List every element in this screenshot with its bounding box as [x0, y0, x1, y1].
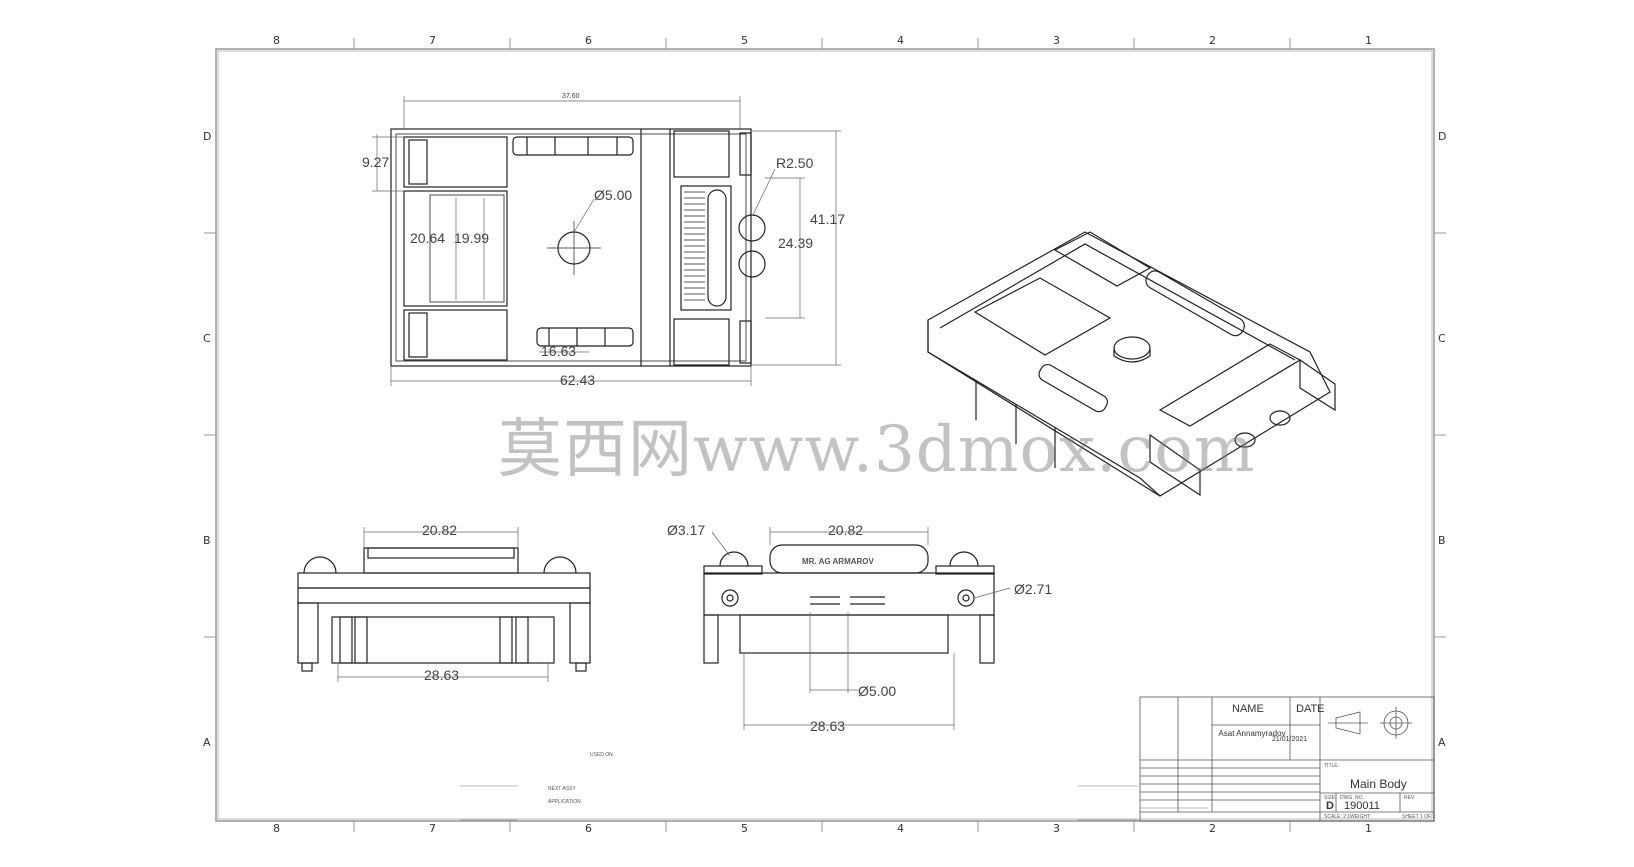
title-block — [1139, 696, 1435, 822]
zone-label-bottom: 5 — [741, 822, 748, 835]
zone-label-side: A — [1438, 736, 1446, 749]
tb-dwg-no: 190011 — [1344, 800, 1380, 812]
dim-radius: R2.50 — [776, 155, 814, 171]
zone-label-top: 6 — [585, 34, 592, 47]
front-view — [297, 547, 591, 672]
watermark: 莫西网www.3dmox.com — [498, 413, 1256, 487]
dim-inner-a: 20.64 — [410, 230, 446, 246]
zone-label-bottom: 7 — [429, 822, 436, 835]
tb-drawn-date: 21/01/2021 — [1272, 736, 1308, 743]
top-view-dims — [372, 96, 841, 386]
zone-label-bottom: 1 — [1365, 822, 1372, 835]
isometric-view — [927, 231, 1336, 497]
dim-left-height: 9.27 — [362, 154, 390, 170]
logo-text: MR. AG ARMAROV — [802, 557, 874, 566]
zone-label-side: D — [1438, 130, 1447, 143]
zone-label-bottom: 4 — [897, 822, 904, 835]
tb-title-label: TITLE: — [1324, 763, 1340, 769]
zone-label-side: B — [203, 534, 211, 547]
dim-total-height: 41.17 — [810, 211, 846, 227]
dim-side-center: Ø5.00 — [858, 683, 897, 699]
front-view-dims — [337, 527, 549, 682]
dim-front-top: 20.82 — [422, 522, 458, 538]
top-view — [390, 128, 766, 367]
zone-label-side: D — [203, 130, 212, 143]
dim-side-left-hole: Ø3.17 — [667, 522, 706, 538]
dim-inner-b: 19.99 — [454, 230, 490, 246]
inner-border — [217, 50, 1433, 820]
zone-label-top: 8 — [273, 34, 280, 47]
tb-size-label: SIZE — [1324, 795, 1336, 801]
side-view — [703, 544, 995, 664]
dim-side-right-hole: Ø2.71 — [1014, 581, 1053, 597]
tb-scale: SCALE: 2:1 — [1324, 814, 1351, 820]
block-left-label-a: USED ON — [590, 752, 613, 758]
zone-label-top: 7 — [429, 34, 436, 47]
zone-label-side: A — [203, 736, 211, 749]
zone-label-top: 5 — [741, 34, 748, 47]
side-view-dims — [711, 527, 1011, 730]
zone-label-side: B — [1438, 534, 1446, 547]
dim-side-top: 20.82 — [828, 522, 864, 538]
dim-mid-height: 24.39 — [778, 235, 814, 251]
dim-center-hole: Ø5.00 — [594, 187, 633, 203]
tb-name-header: NAME — [1232, 703, 1264, 715]
zone-label-bottom: 8 — [273, 822, 280, 835]
tb-title: Main Body — [1350, 777, 1407, 791]
block-left-label-c: APPLICATION — [548, 799, 581, 805]
tb-weight: WEIGHT: — [1350, 814, 1371, 820]
tb-dwg-label: DWG. NO. — [1340, 795, 1364, 801]
zone-label-top: 3 — [1053, 34, 1060, 47]
zone-ticks — [204, 38, 1446, 832]
dim-slot: 16.63 — [541, 343, 577, 359]
dim-total-width: 62.43 — [560, 372, 596, 388]
block-left — [460, 785, 1208, 821]
tb-sheet: SHEET 1 OF 1 — [1402, 814, 1436, 820]
zone-label-side: C — [1438, 332, 1446, 345]
zone-label-top: 2 — [1209, 34, 1216, 47]
dim-top-width: 37.60 — [562, 93, 580, 100]
tb-rev: REV — [1404, 795, 1415, 801]
tb-drawn-name: Asat Annamyradov — [1218, 729, 1286, 738]
dim-front-bottom: 28.63 — [424, 667, 460, 683]
block-left-label-b: NEXT ASSY — [548, 786, 576, 792]
zone-label-side: C — [203, 332, 211, 345]
zone-label-bottom: 2 — [1209, 822, 1216, 835]
zone-label-bottom: 3 — [1053, 822, 1060, 835]
dim-side-bottom: 28.63 — [810, 718, 846, 734]
zone-label-top: 1 — [1365, 34, 1372, 47]
tb-size: D — [1326, 800, 1334, 812]
tb-date-header: DATE — [1296, 703, 1325, 715]
zone-label-bottom: 6 — [585, 822, 592, 835]
zone-label-top: 4 — [897, 34, 904, 47]
